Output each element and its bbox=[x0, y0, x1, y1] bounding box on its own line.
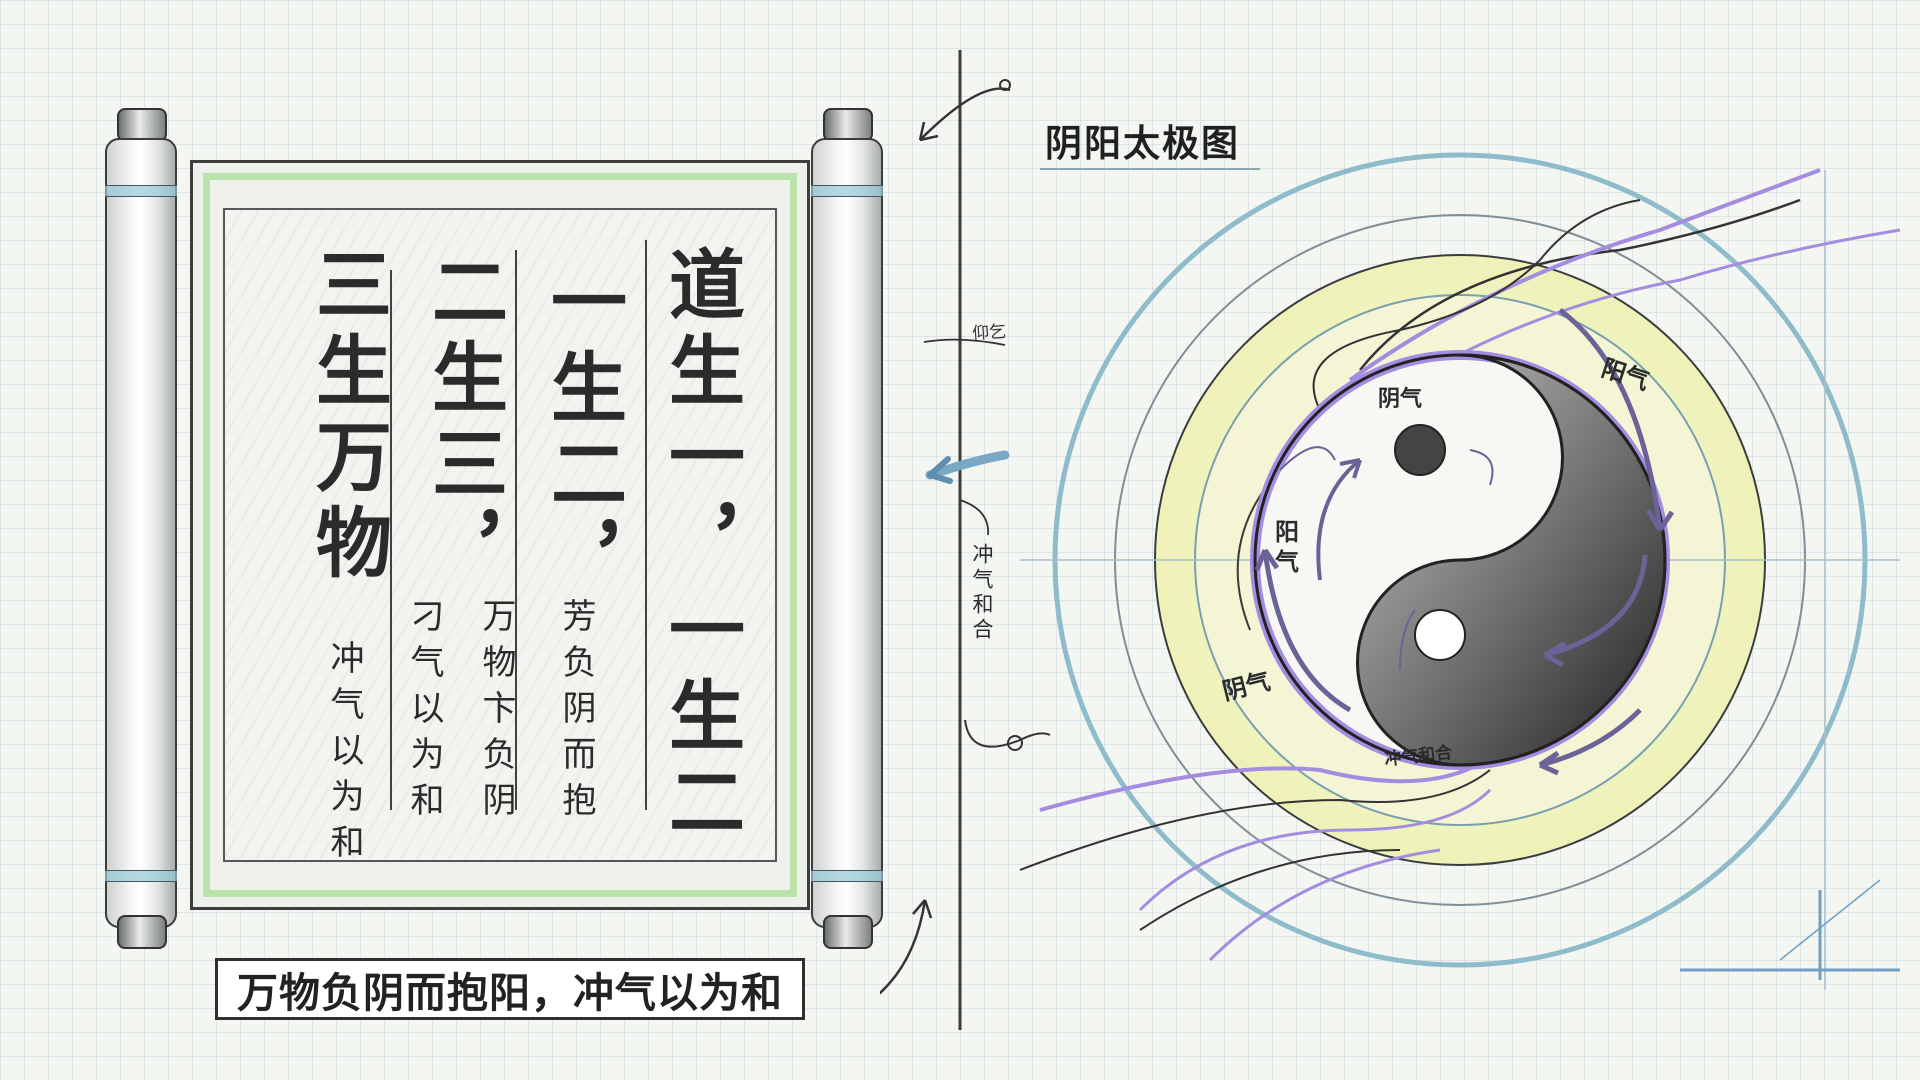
scroll-column-1: 道生一， bbox=[656, 245, 745, 589]
scroll-note-2: 万物卞负阴 bbox=[476, 598, 516, 828]
roller-right bbox=[811, 138, 883, 928]
roller-cap-left-top bbox=[117, 108, 167, 142]
scroll-column-2: 一生二， bbox=[538, 262, 627, 606]
yang-dot bbox=[1414, 609, 1466, 661]
roller-cap-left-bottom bbox=[117, 915, 167, 949]
caption-text: 万物负阴而抱阳，冲气以为和 bbox=[237, 969, 783, 1017]
roller-cap-right-top bbox=[823, 108, 873, 142]
divider-note-top: 仰乞 bbox=[971, 321, 1007, 345]
taiji-diagram: 阴气 阳气 阳 气 阴气 冲气和合 bbox=[1020, 152, 1901, 990]
scroll-note-3: 刁气以为和 bbox=[404, 598, 444, 828]
scroll-text-panel bbox=[223, 208, 777, 862]
caption-box: 万物负阴而抱阳，冲气以为和 bbox=[215, 958, 805, 1020]
blue-arrow-icon bbox=[925, 450, 1010, 480]
roller-cap-right-bottom bbox=[823, 915, 873, 949]
curl-arrow-icon bbox=[964, 719, 1051, 748]
arrow-yin-icon bbox=[1262, 549, 1352, 713]
roller-left bbox=[105, 138, 177, 928]
arrow-yang-icon bbox=[1558, 308, 1663, 531]
scroll-note-4: 冲气以为和 bbox=[324, 640, 364, 870]
scroll-note-1: 芳负阴而抱 bbox=[556, 598, 596, 828]
arrow-top-icon bbox=[919, 87, 1011, 141]
scroll-column-4: 三生万物 bbox=[303, 245, 392, 589]
svg-text:阳: 阳 bbox=[1275, 518, 1299, 546]
diagram-title: 阴阳太极图 bbox=[1045, 122, 1240, 165]
label-yin-top: 阴气 bbox=[1378, 386, 1422, 412]
divider-annotations bbox=[880, 50, 1051, 1030]
label-yang-left: 阳 气 bbox=[1274, 518, 1299, 576]
scroll-paper bbox=[190, 160, 810, 910]
yin-dot bbox=[1394, 424, 1446, 476]
svg-text:气: 气 bbox=[1274, 548, 1299, 576]
arrow-bottom-icon bbox=[880, 899, 927, 995]
scroll-column-3: 二生三， bbox=[419, 252, 508, 596]
divider-note-middle: 冲气和合 bbox=[970, 543, 994, 643]
scroll-column-right: 一生二 bbox=[656, 590, 745, 848]
